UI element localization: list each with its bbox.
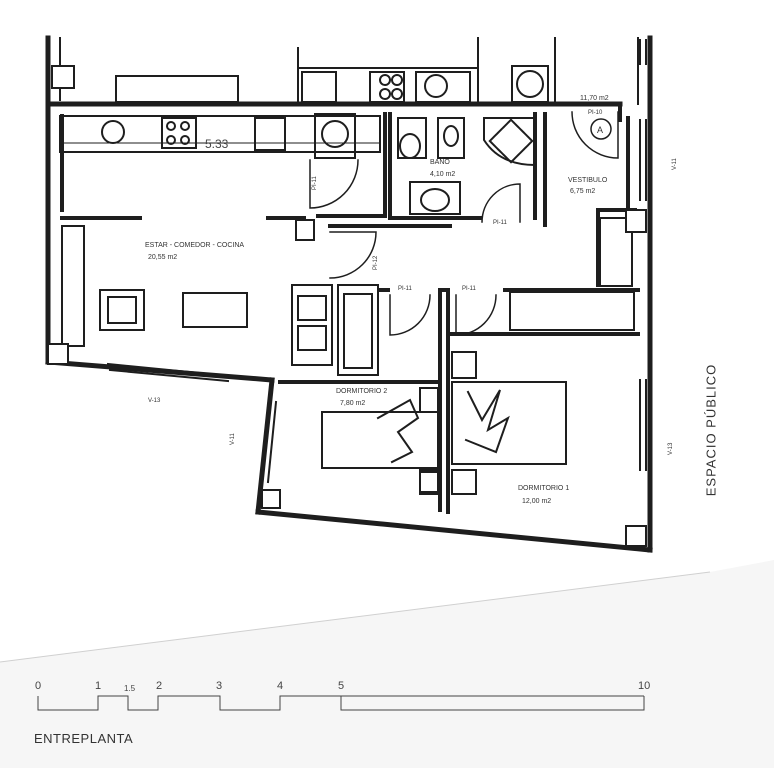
scale-tick-label: 1 bbox=[95, 680, 101, 692]
scale-tick-label: 10 bbox=[638, 680, 650, 692]
scale-tick-label: 5 bbox=[338, 680, 344, 692]
door-tag: PI-11 bbox=[462, 286, 477, 292]
scale-tick-label: 4 bbox=[277, 680, 283, 692]
street-label: ESPACIO PÚBLICO bbox=[703, 363, 719, 497]
scale-tick-label: 1.5 bbox=[124, 684, 136, 693]
room-area-bedroom-1: 12,00 m2 bbox=[522, 498, 551, 505]
bathroom-fixtures bbox=[397, 117, 536, 215]
room-name-hall: VESTIBULO bbox=[568, 177, 608, 184]
door-tag: PI-11 bbox=[398, 286, 413, 292]
bedroom-furniture bbox=[321, 217, 635, 495]
paper-edge bbox=[0, 560, 774, 768]
access-symbol-circle bbox=[590, 118, 612, 140]
room-area-bath: 4,10 m2 bbox=[430, 171, 455, 178]
room-name-bedroom-2: DORMITORIO 2 bbox=[336, 388, 387, 395]
scale-bar bbox=[37, 695, 645, 711]
window-tag: V-13 bbox=[148, 398, 161, 404]
scale-tick-label: 0 bbox=[35, 680, 41, 692]
room-name-bedroom-1: DORMITORIO 1 bbox=[518, 485, 569, 492]
dimension-value: 5.33 bbox=[205, 137, 229, 151]
street-label-box: ESPACIO PÚBLICO bbox=[698, 360, 724, 500]
window-tag: V-11 bbox=[672, 157, 678, 170]
plan-title: ENTREPLANTA bbox=[34, 731, 134, 746]
room-area-hall: 6,75 m2 bbox=[570, 188, 595, 195]
window-tag: V-11 bbox=[230, 432, 236, 445]
upper-service-area bbox=[59, 37, 639, 105]
door-tag: PI-11 bbox=[312, 175, 318, 190]
access-symbol: A bbox=[597, 125, 603, 135]
door-tag: PI-12 bbox=[373, 255, 379, 270]
scale-tick-label: 3 bbox=[216, 680, 222, 692]
windows bbox=[106, 39, 647, 484]
interior-walls bbox=[60, 102, 640, 514]
door-swings bbox=[309, 111, 619, 336]
room-name-bath: BAÑO bbox=[430, 157, 450, 166]
room-area-living: 20,55 m2 bbox=[148, 254, 177, 261]
kitchen-counter bbox=[59, 113, 381, 159]
window-tag: V-13 bbox=[668, 442, 674, 455]
paper-edge-line bbox=[0, 571, 711, 663]
scale-tick-label: 2 bbox=[156, 680, 162, 692]
door-tag: PI-11 bbox=[493, 220, 508, 226]
door-tag: PI-10 bbox=[588, 110, 603, 116]
room-area-bedroom-2: 7,80 m2 bbox=[340, 400, 365, 407]
structural-columns bbox=[47, 65, 647, 547]
room-name-living: ESTAR - COMEDOR - COCINA bbox=[145, 242, 244, 249]
living-furniture bbox=[61, 225, 379, 376]
access-area: 11,70 m2 bbox=[580, 95, 609, 102]
